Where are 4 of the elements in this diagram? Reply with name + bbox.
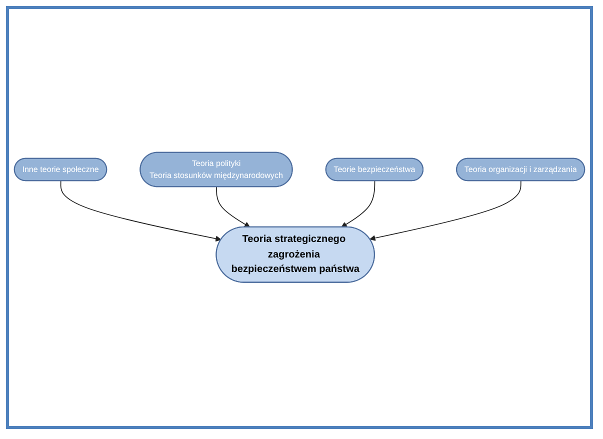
- arrow: [216, 186, 250, 228]
- arrow: [341, 180, 376, 228]
- arrow: [370, 180, 522, 242]
- arrow: [60, 180, 222, 242]
